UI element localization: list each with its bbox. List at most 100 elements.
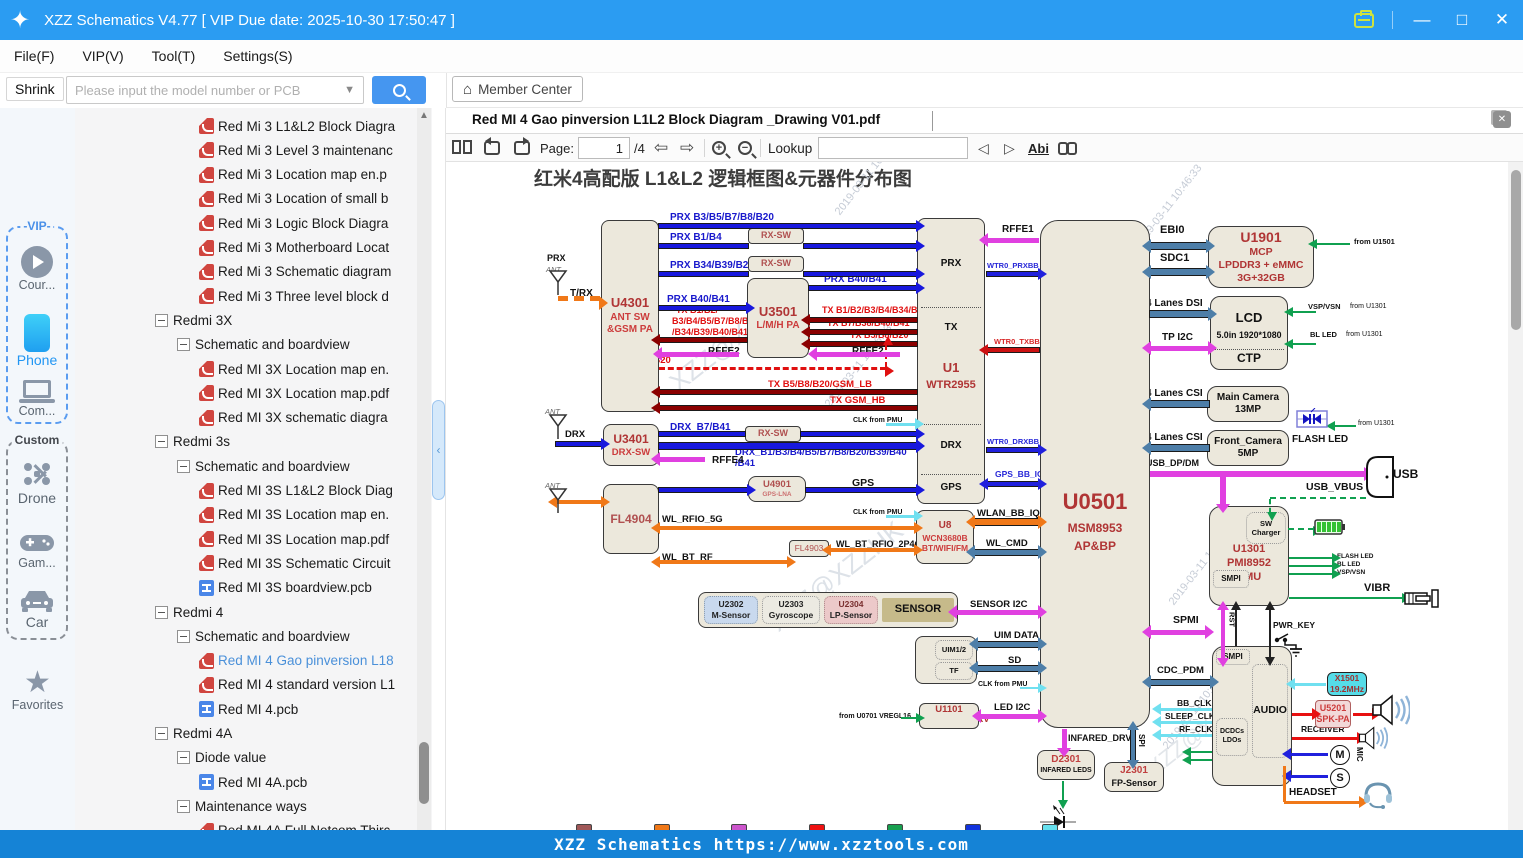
tree-node[interactable]: Schematic and boardview [177,454,350,478]
tree-node[interactable]: Schematic and boardview [177,333,350,357]
search-input[interactable] [67,82,345,98]
page-input[interactable] [578,137,630,159]
collapse-icon[interactable] [177,799,190,813]
pdf-file-icon [199,676,214,693]
collapse-icon[interactable] [155,727,168,740]
zoom-in-button[interactable]: + [712,134,726,162]
active-tab[interactable]: Red MI 4 Gao pinversion L1L2 Block Diagr… [472,112,881,127]
tree-scrollbar[interactable]: ▲ [417,108,431,830]
signal-label: DRX_B7/B41 [670,422,731,433]
binoculars-icon[interactable] [1058,134,1077,162]
legend-swatch [886,824,903,830]
tree-file-item[interactable]: Red MI 3X Location map.pdf [199,381,389,405]
charge-batt [1288,526,1322,536]
tree-file-item[interactable]: Red Mi 3 Three level block d [199,284,389,308]
menu-settings[interactable]: Settings(S) [223,48,293,64]
shrink-button[interactable]: Shrink [6,77,64,101]
next-page-button[interactable]: ⇨ [680,138,695,157]
find-prev-button[interactable]: ◁ [978,139,989,156]
rail-item-game[interactable]: Gam... [8,532,66,570]
search-button[interactable] [372,76,426,104]
tree-node[interactable]: Diode value [177,746,266,770]
tree-node[interactable]: Redmi 3s [155,430,230,454]
rail-item-car[interactable]: Car [8,588,66,630]
tree-node[interactable]: Redmi 3X [155,308,232,332]
tree-file-item[interactable]: Red MI 4.pcb [199,697,298,721]
pdf-toolbar: Page: /4 ⇦ ⇨ + − Lookup ◁ ▷ Abi [446,134,1523,162]
menu-tool[interactable]: Tool(T) [151,48,196,64]
tree-node[interactable]: Redmi 4A [155,722,232,746]
rotate-right-button[interactable] [514,134,530,162]
menu-vip[interactable]: VIP(V) [82,48,124,64]
rail-item-computer[interactable]: Com... [8,380,66,418]
rail-item-drone[interactable]: Drone [8,460,66,506]
collapse-icon[interactable] [155,313,168,327]
briefcase-icon[interactable] [1354,9,1374,28]
zoom-out-button[interactable]: − [738,134,752,162]
document-scroll-thumb[interactable] [1510,170,1521,330]
scroll-up-icon[interactable]: ▲ [419,110,429,121]
drx-b7b41-a [659,432,745,436]
rotate-left-button[interactable] [484,134,500,162]
tree-file-item[interactable]: Red Mi 3 Schematic diagram [199,260,391,284]
tree-file-item[interactable]: Red MI 3S Location map en. [199,503,389,527]
tree-file-item[interactable]: Red Mi 3 Motherboard Locat [199,236,389,260]
rail-item-label: Drone [17,490,57,506]
menu-bar: File(F) VIP(V) Tool(T) Settings(S) [0,40,1523,73]
tree-file-item[interactable]: Red MI 4A.pcb [199,770,307,794]
tree-file-item[interactable]: Red MI 3X Location map en. [199,357,389,381]
tree-file-item[interactable]: Red Mi 3 L1&L2 Block Diagra [199,114,395,138]
lookup-input[interactable] [818,137,968,159]
front-camera-label: Front_Camera [1214,435,1282,447]
tree-file-item[interactable]: Red MI 3X schematic diagra [199,406,388,430]
collapse-icon[interactable] [155,435,168,449]
mic-m [1282,748,1328,760]
rail-item-phone[interactable]: Phone [8,314,66,368]
ir-led-down [1058,781,1068,809]
tree-file-item[interactable]: Red MI 4 standard version L1 [199,673,395,697]
tree-node[interactable]: Redmi 4 [155,600,223,624]
prev-page-button[interactable]: ⇦ [654,138,669,157]
tree-file-item[interactable]: Red MI 4A Full Netcom Thirc [199,819,390,830]
tree-file-item[interactable]: Red MI 3S Schematic Circuit [199,551,391,575]
rail-item-course[interactable]: Cour... [8,246,66,292]
tree-node[interactable]: Maintenance ways [177,794,307,818]
collapse-icon[interactable] [177,751,190,765]
chevron-down-icon[interactable]: ▼ [344,84,355,96]
tree-file-item[interactable]: Red Mi 3 Logic Block Diagra [199,211,388,235]
minimize-button[interactable]: — [1413,10,1431,29]
fl4904-label: FL4904 [610,511,652,526]
match-case-button[interactable]: Abi [1028,140,1049,156]
u1301-vibr [1289,593,1411,603]
tree-file-item[interactable]: Red MI 3S boardview.pcb [199,576,372,600]
collapse-panel-handle[interactable]: ‹ [432,400,445,500]
signal-label: 4 Lanes DSI [1146,298,1203,309]
member-center-button[interactable]: ⌂ Member Center [452,76,583,102]
tree-item-label: Red MI 4 standard version L1 [218,677,396,693]
close-button[interactable]: ✕ [1494,10,1510,29]
facing-pages-button[interactable] [452,134,474,162]
tree-file-item[interactable]: Red Mi 3 Level 3 maintenanc [199,138,393,162]
close-tab-icon[interactable]: ✕ [1493,111,1511,128]
document-scrollbar[interactable] [1508,162,1523,830]
find-next-button[interactable]: ▷ [1004,139,1015,156]
menu-file[interactable]: File(F) [14,48,55,64]
tree-file-item[interactable]: Red MI 3S Location map.pdf [199,527,389,551]
vip-group-label: -VIP- [20,219,54,233]
tree-file-item[interactable]: Red MI 4 Gao pinversion L18 [199,649,394,673]
tree-scroll-thumb[interactable] [419,742,429,804]
tree-node[interactable]: Schematic and boardview [177,624,350,648]
infared-drv [1057,729,1071,757]
rail-item-favorites[interactable]: ★ Favorites [0,668,75,713]
collapse-icon[interactable] [177,459,190,473]
tree-file-item[interactable]: Red Mi 3 Location map en.p [199,163,387,187]
tree-file-item[interactable]: Red Mi 3 Location of small b [199,187,388,211]
maximize-button[interactable]: □ [1456,10,1468,29]
collapse-icon[interactable] [155,605,168,619]
tree-file-item[interactable]: Red MI 3S L1&L2 Block Diag [199,479,393,503]
collapse-icon[interactable] [177,629,190,643]
collapse-icon[interactable] [177,338,190,352]
page-total: /4 [634,140,645,156]
